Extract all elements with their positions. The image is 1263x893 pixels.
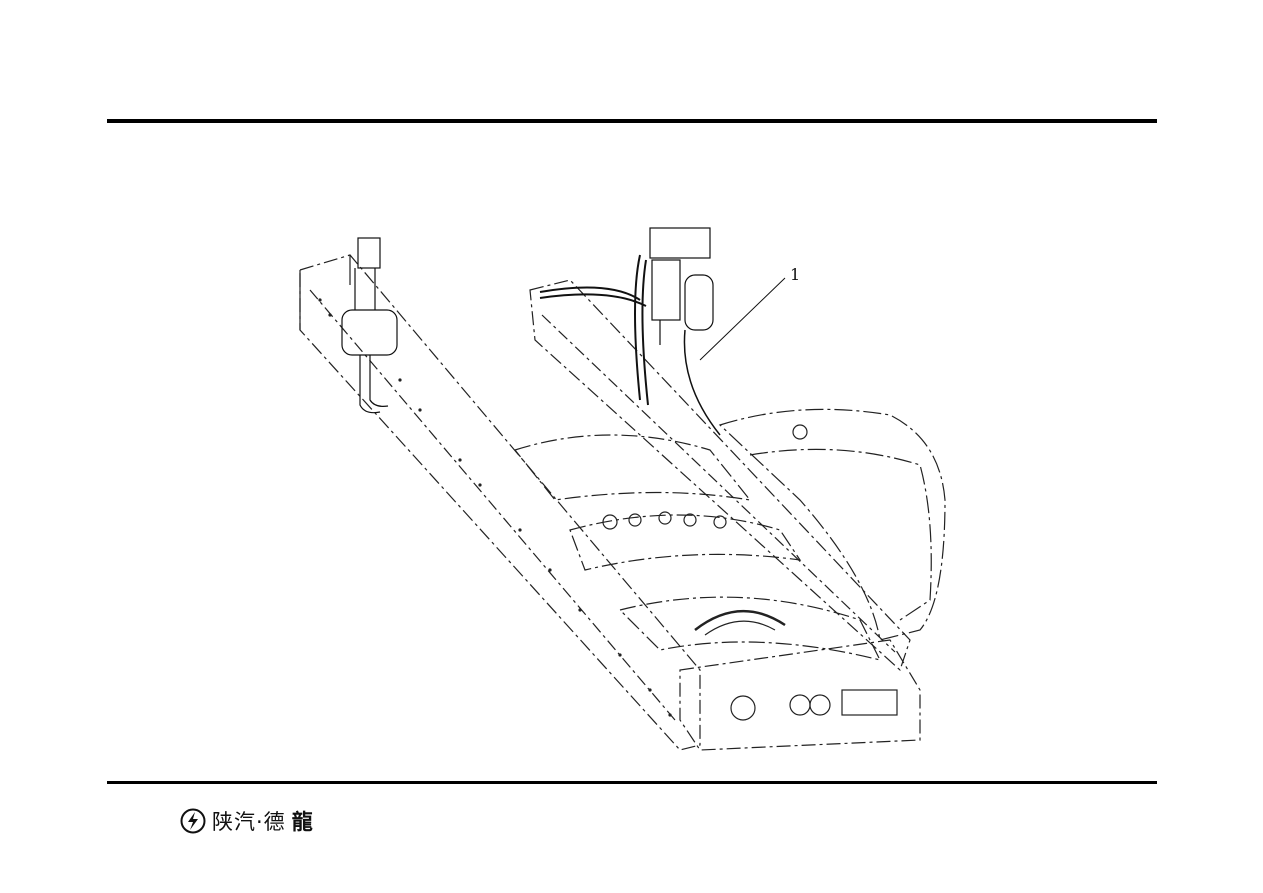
fuel-tank: [718, 408, 946, 641]
right-filter-assembly: [539, 227, 721, 436]
fifth-wheel-ring: [694, 609, 786, 631]
cross-members: [513, 434, 882, 661]
left-air-dryer: [341, 237, 398, 414]
brand-logo: 陕汽·德 龍: [180, 806, 314, 836]
callout-label-1: 1: [790, 265, 801, 284]
right-frame-rail: [529, 279, 911, 672]
chassis-illustration: [280, 200, 980, 760]
rail-rivets: [318, 298, 672, 717]
brand-glyph: 龍: [291, 810, 314, 834]
bottom-rule: [107, 781, 1157, 784]
shacman-logo-icon: [180, 808, 206, 834]
left-frame-rail: [299, 254, 701, 751]
rear-cross-plate: [679, 639, 921, 751]
callout-1-leader: [699, 277, 786, 361]
top-rule: [107, 119, 1157, 123]
cross-member-holes: [602, 511, 727, 530]
brand-text: 陕汽·德: [212, 810, 286, 834]
